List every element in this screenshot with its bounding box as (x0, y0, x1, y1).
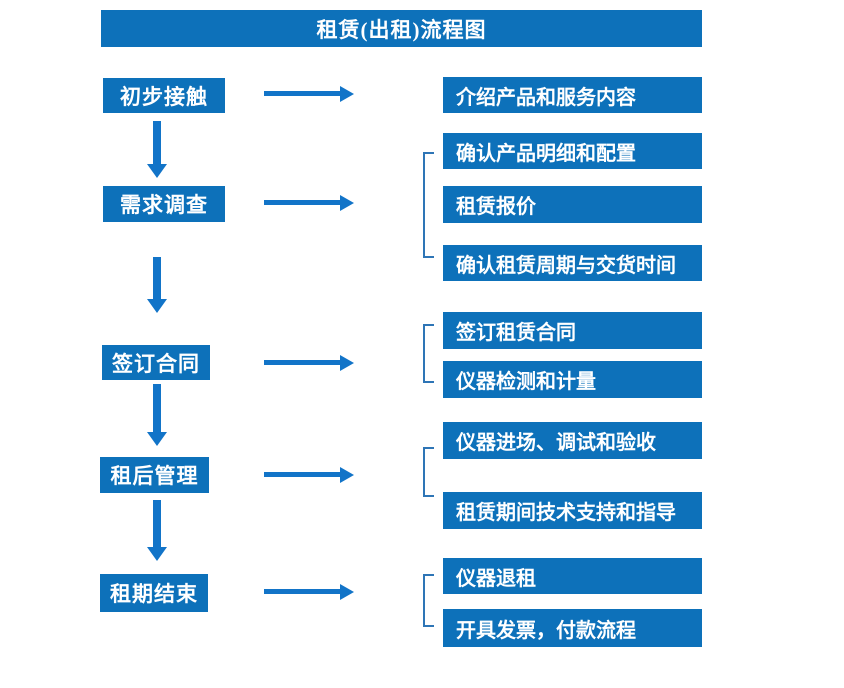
down-arrow-2-shaft (153, 257, 161, 300)
step-box-rental-end: 租期结束 (100, 574, 208, 612)
group-bracket-sign-contract (423, 324, 434, 383)
detail-box-sign-rental-contract: 签订租赁合同 (443, 312, 702, 349)
group-bracket-rental-end (423, 574, 434, 627)
detail-box-instrument-inspection: 仪器检测和计量 (443, 361, 702, 398)
detail-box-confirm-rental-period: 确认租赁周期与交货时间 (443, 245, 702, 281)
detail-box-invoice-payment: 开具发票，付款流程 (443, 609, 702, 647)
down-arrow-4-head-icon (147, 547, 167, 561)
right-arrow-5-head-icon (340, 584, 354, 600)
down-arrow-2-head-icon (147, 299, 167, 313)
down-arrow-3-head-icon (147, 432, 167, 446)
group-bracket-post-rental (423, 447, 434, 497)
detail-box-confirm-product-details: 确认产品明细和配置 (443, 133, 702, 169)
right-arrow-2-head-icon (340, 195, 354, 211)
step-box-sign-contract: 签订合同 (102, 345, 210, 380)
right-arrow-3-head-icon (340, 355, 354, 371)
right-arrow-3-shaft (264, 360, 341, 365)
right-arrow-4-shaft (264, 472, 341, 477)
right-arrow-2-shaft (264, 200, 341, 205)
right-arrow-1-shaft (264, 91, 341, 96)
detail-box-instrument-entry-acceptance: 仪器进场、调试和验收 (443, 422, 702, 459)
step-box-demand-survey: 需求调查 (103, 186, 225, 222)
step-box-initial-contact: 初步接触 (103, 78, 225, 113)
down-arrow-4-shaft (153, 500, 161, 548)
detail-box-introduce-products: 介绍产品和服务内容 (443, 77, 702, 113)
right-arrow-1-head-icon (340, 86, 354, 102)
right-arrow-4-head-icon (340, 467, 354, 483)
right-arrow-5-shaft (264, 589, 341, 594)
down-arrow-1-head-icon (147, 164, 167, 178)
flowchart-title: 租赁(出租)流程图 (101, 10, 702, 47)
detail-box-technical-support: 租赁期间技术支持和指导 (443, 492, 702, 529)
detail-box-rental-quote: 租赁报价 (443, 186, 702, 223)
group-bracket-demand-survey (423, 152, 434, 258)
down-arrow-1-shaft (153, 121, 161, 165)
down-arrow-3-shaft (153, 384, 161, 433)
detail-box-instrument-return: 仪器退租 (443, 558, 702, 594)
step-box-post-rental-management: 租后管理 (100, 457, 209, 493)
